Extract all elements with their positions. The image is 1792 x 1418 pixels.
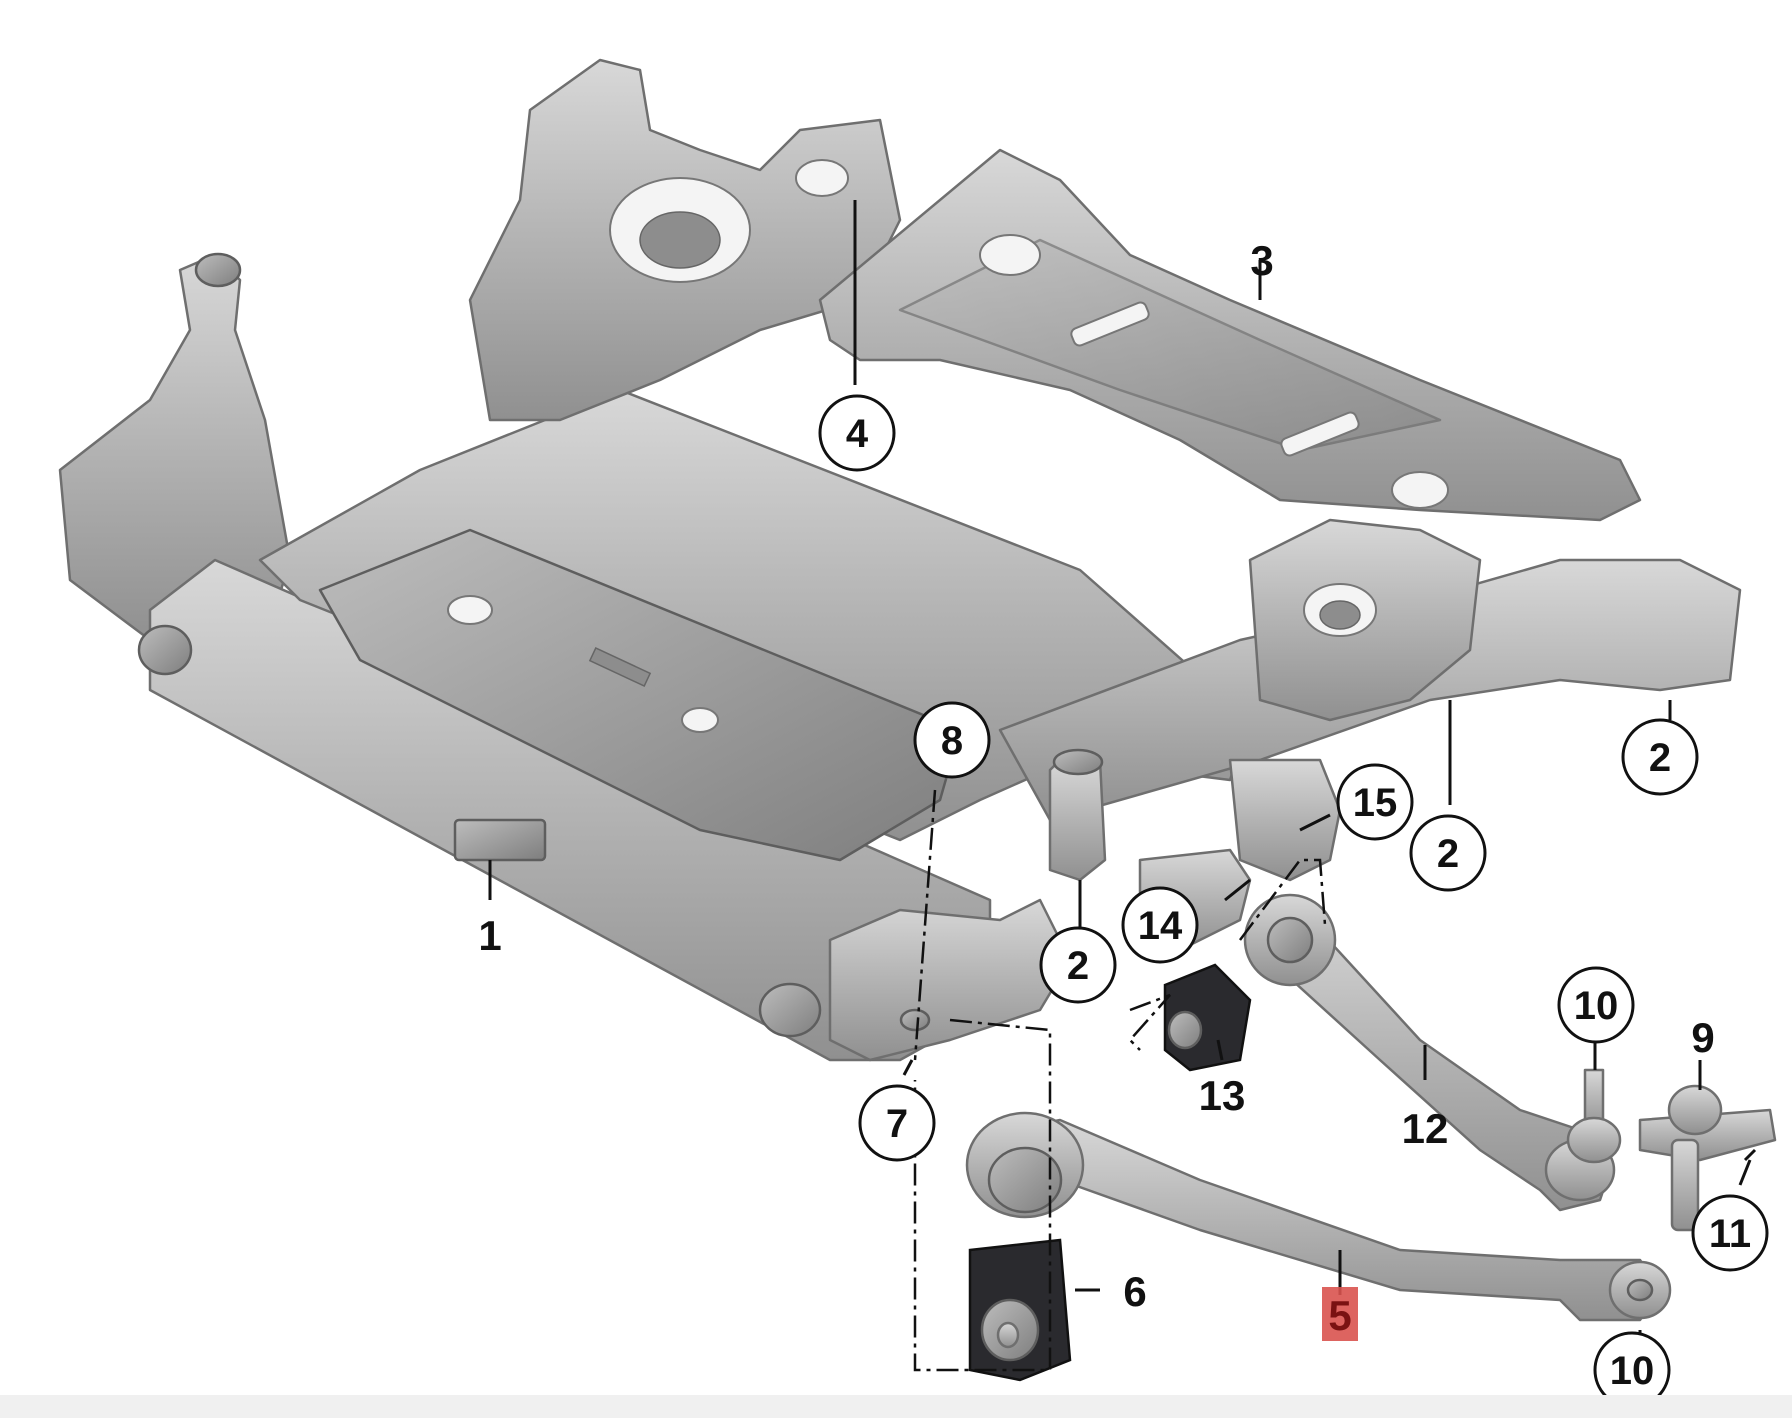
label-14: 14 bbox=[1138, 904, 1183, 948]
label-10-bottom: 10 bbox=[1610, 1349, 1655, 1393]
ball-joint-9 bbox=[1638, 1084, 1777, 1232]
label-9: 9 bbox=[1691, 1014, 1714, 1061]
callout-ring-8 bbox=[913, 701, 991, 779]
callout-rings bbox=[818, 394, 1769, 1409]
ball-joint-10 bbox=[1566, 1068, 1622, 1164]
control-arm-upper-12 bbox=[1243, 893, 1616, 1212]
bushing-6 bbox=[968, 1238, 1072, 1382]
label-11: 11 bbox=[1709, 1212, 1751, 1256]
label-12: 12 bbox=[1402, 1105, 1449, 1152]
subframe-main-body bbox=[58, 58, 1742, 1062]
label-15: 15 bbox=[1353, 781, 1398, 825]
callout-ring-10-top bbox=[1557, 966, 1635, 1044]
callout-labels: 1 3 4 2 2 2 8 15 14 7 10 11 10 9 12 13 6… bbox=[478, 237, 1751, 1393]
label-1: 1 bbox=[478, 912, 501, 959]
callout-ring-4 bbox=[818, 394, 896, 472]
label-13: 13 bbox=[1199, 1072, 1246, 1119]
label-7: 7 bbox=[886, 1102, 908, 1146]
bushing-13 bbox=[1163, 963, 1252, 1072]
label-8: 8 bbox=[941, 719, 963, 763]
label-3: 3 bbox=[1250, 237, 1273, 284]
label-2-right: 2 bbox=[1649, 736, 1671, 780]
callout-ring-2-right bbox=[1621, 718, 1699, 796]
footer-band bbox=[0, 1395, 1792, 1418]
callout-ring-15 bbox=[1336, 763, 1414, 841]
label-2-left: 2 bbox=[1067, 944, 1089, 988]
label-10-top: 10 bbox=[1574, 984, 1619, 1028]
callout-ring-7 bbox=[858, 1084, 936, 1162]
shear-plate bbox=[818, 148, 1642, 522]
callout-ring-11 bbox=[1691, 1194, 1769, 1272]
callout-ring-14 bbox=[1121, 886, 1199, 964]
callout-ring-2-left bbox=[1039, 926, 1117, 1004]
thrust-arm-5 bbox=[965, 1111, 1672, 1322]
label-2-mid: 2 bbox=[1437, 832, 1459, 876]
callout-ring-2-mid bbox=[1409, 814, 1487, 892]
label-5-highlighted: 5 bbox=[1328, 1292, 1351, 1339]
label-6: 6 bbox=[1123, 1268, 1146, 1315]
label-4: 4 bbox=[846, 412, 869, 456]
highlight-box-5 bbox=[1322, 1287, 1358, 1341]
